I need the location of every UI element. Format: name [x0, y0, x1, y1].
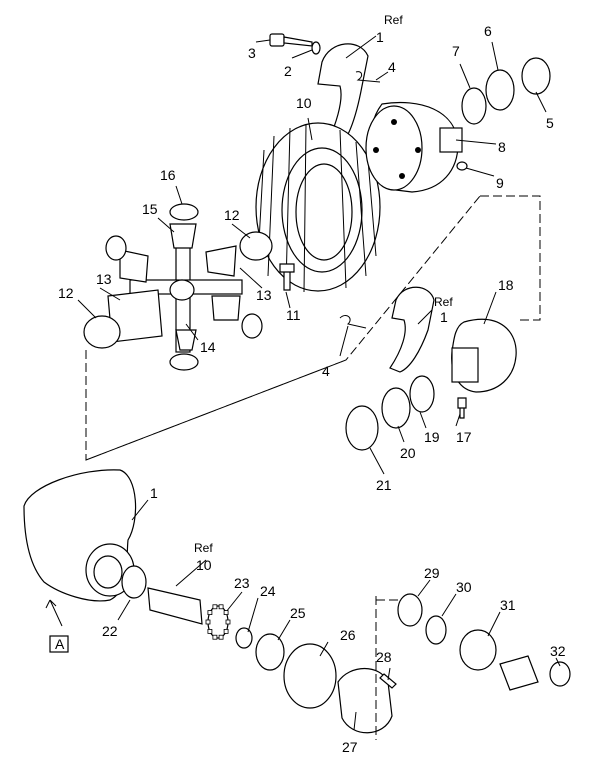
callout-16: 16 — [160, 167, 176, 183]
callout-12-left: 12 — [58, 285, 74, 301]
bolt-11 — [279, 263, 295, 291]
callout-29: 29 — [424, 565, 440, 581]
pinion-tooth — [225, 619, 231, 625]
carrier-housing-1 — [23, 469, 137, 602]
seal-29 — [397, 593, 423, 627]
pinion-tooth — [223, 610, 229, 615]
drive-pinion-10 — [147, 587, 203, 625]
callout-6: 6 — [484, 23, 492, 39]
callout-11: 11 — [286, 307, 301, 323]
washer-2 — [311, 41, 321, 55]
callout-13-right: 13 — [256, 287, 272, 303]
pinion-tooth — [223, 629, 229, 634]
washer-right — [241, 313, 263, 339]
callout-20: 20 — [400, 445, 416, 461]
bearing-cup-6 — [485, 69, 515, 111]
callout-23: 23 — [234, 575, 250, 591]
thrust-washer-16-lower — [169, 353, 199, 371]
callout-12-mid: 12 — [224, 207, 240, 223]
nut-32 — [549, 661, 571, 687]
retainer-31 — [459, 629, 497, 671]
differential-case-18 — [451, 318, 517, 393]
callout-8: 8 — [498, 139, 506, 155]
callout-1-mid: 1 — [440, 309, 448, 325]
ref-label-top: Ref — [384, 13, 403, 27]
pinion-tooth — [212, 634, 218, 640]
bearing-cone-7 — [461, 87, 487, 125]
bearing-cage-27 — [337, 668, 393, 734]
bearing-cup-20 — [381, 387, 411, 429]
callout-27: 27 — [342, 739, 358, 755]
callout-25: 25 — [290, 605, 306, 621]
callout-18: 18 — [498, 277, 514, 293]
callout-14: 14 — [200, 339, 216, 355]
pinion-tooth — [218, 634, 224, 640]
callout-19: 19 — [424, 429, 440, 445]
callout-17: 17 — [456, 429, 472, 445]
callout-1-bottom: 1 — [150, 485, 158, 501]
bearing-cap-mid — [389, 286, 435, 373]
adjusting-nut-5 — [521, 57, 551, 95]
ref-label-mid: Ref — [434, 295, 453, 309]
cap-screw-3 — [269, 33, 313, 47]
shim-26 — [283, 643, 337, 709]
assembly-boundary-bottom — [375, 596, 398, 740]
assembly-boundary-lower — [85, 195, 481, 461]
thrust-washer-12-left — [83, 315, 121, 349]
washer-left — [105, 235, 127, 261]
ref-label-bottom: Ref — [194, 541, 213, 555]
thrust-washer-16 — [169, 203, 199, 221]
callout-10-top: 10 — [296, 95, 312, 111]
callout-21: 21 — [376, 477, 392, 493]
callout-22: 22 — [102, 623, 118, 639]
cotter-pin-4-mid — [339, 315, 367, 329]
callout-32: 32 — [550, 643, 566, 659]
callout-13-left: 13 — [96, 271, 112, 287]
callout-4-mid: 4 — [322, 363, 330, 379]
bearing-22 — [121, 565, 147, 599]
callout-31: 31 — [500, 597, 516, 613]
callout-9: 9 — [496, 175, 504, 191]
assembly-boundary-upper — [480, 195, 541, 321]
bearing-cup-25 — [255, 633, 285, 671]
callout-5: 5 — [546, 115, 554, 131]
view-a-arrow — [45, 599, 63, 627]
screw-28 — [379, 673, 397, 689]
callout-30: 30 — [456, 579, 472, 595]
adjusting-nut-21 — [345, 405, 379, 451]
view-a-label: A — [55, 636, 65, 652]
bearing-30 — [425, 615, 447, 645]
callout-1-top: 1 — [376, 29, 384, 45]
bearing-cone-19 — [409, 375, 435, 413]
spacer-24 — [235, 627, 253, 649]
callout-10-bottom: 10 — [196, 557, 212, 573]
bolt-9 — [456, 161, 468, 171]
pinion-tooth — [218, 604, 224, 610]
callout-26: 26 — [340, 627, 356, 643]
callout-3: 3 — [248, 45, 256, 61]
ring-gear-10 — [255, 122, 381, 293]
pinion-tooth — [212, 604, 218, 610]
callout-4-top: 4 — [388, 59, 396, 75]
callout-15: 15 — [142, 201, 158, 217]
differential-case-8 — [365, 101, 463, 193]
flange-assembly — [499, 655, 539, 691]
view-a-flag — [49, 635, 69, 653]
spider-assembly — [107, 223, 243, 353]
bearing-cap-upper — [317, 43, 369, 151]
thrust-washer-12-mid — [239, 231, 273, 261]
cotter-pin-4-upper — [355, 71, 381, 83]
pinion-tooth — [205, 619, 211, 625]
callout-7: 7 — [452, 43, 460, 59]
pinion-tooth — [207, 629, 213, 634]
callout-2: 2 — [284, 63, 292, 79]
callout-24: 24 — [260, 583, 276, 599]
callout-28: 28 — [376, 649, 392, 665]
pinion-tooth — [207, 610, 213, 615]
